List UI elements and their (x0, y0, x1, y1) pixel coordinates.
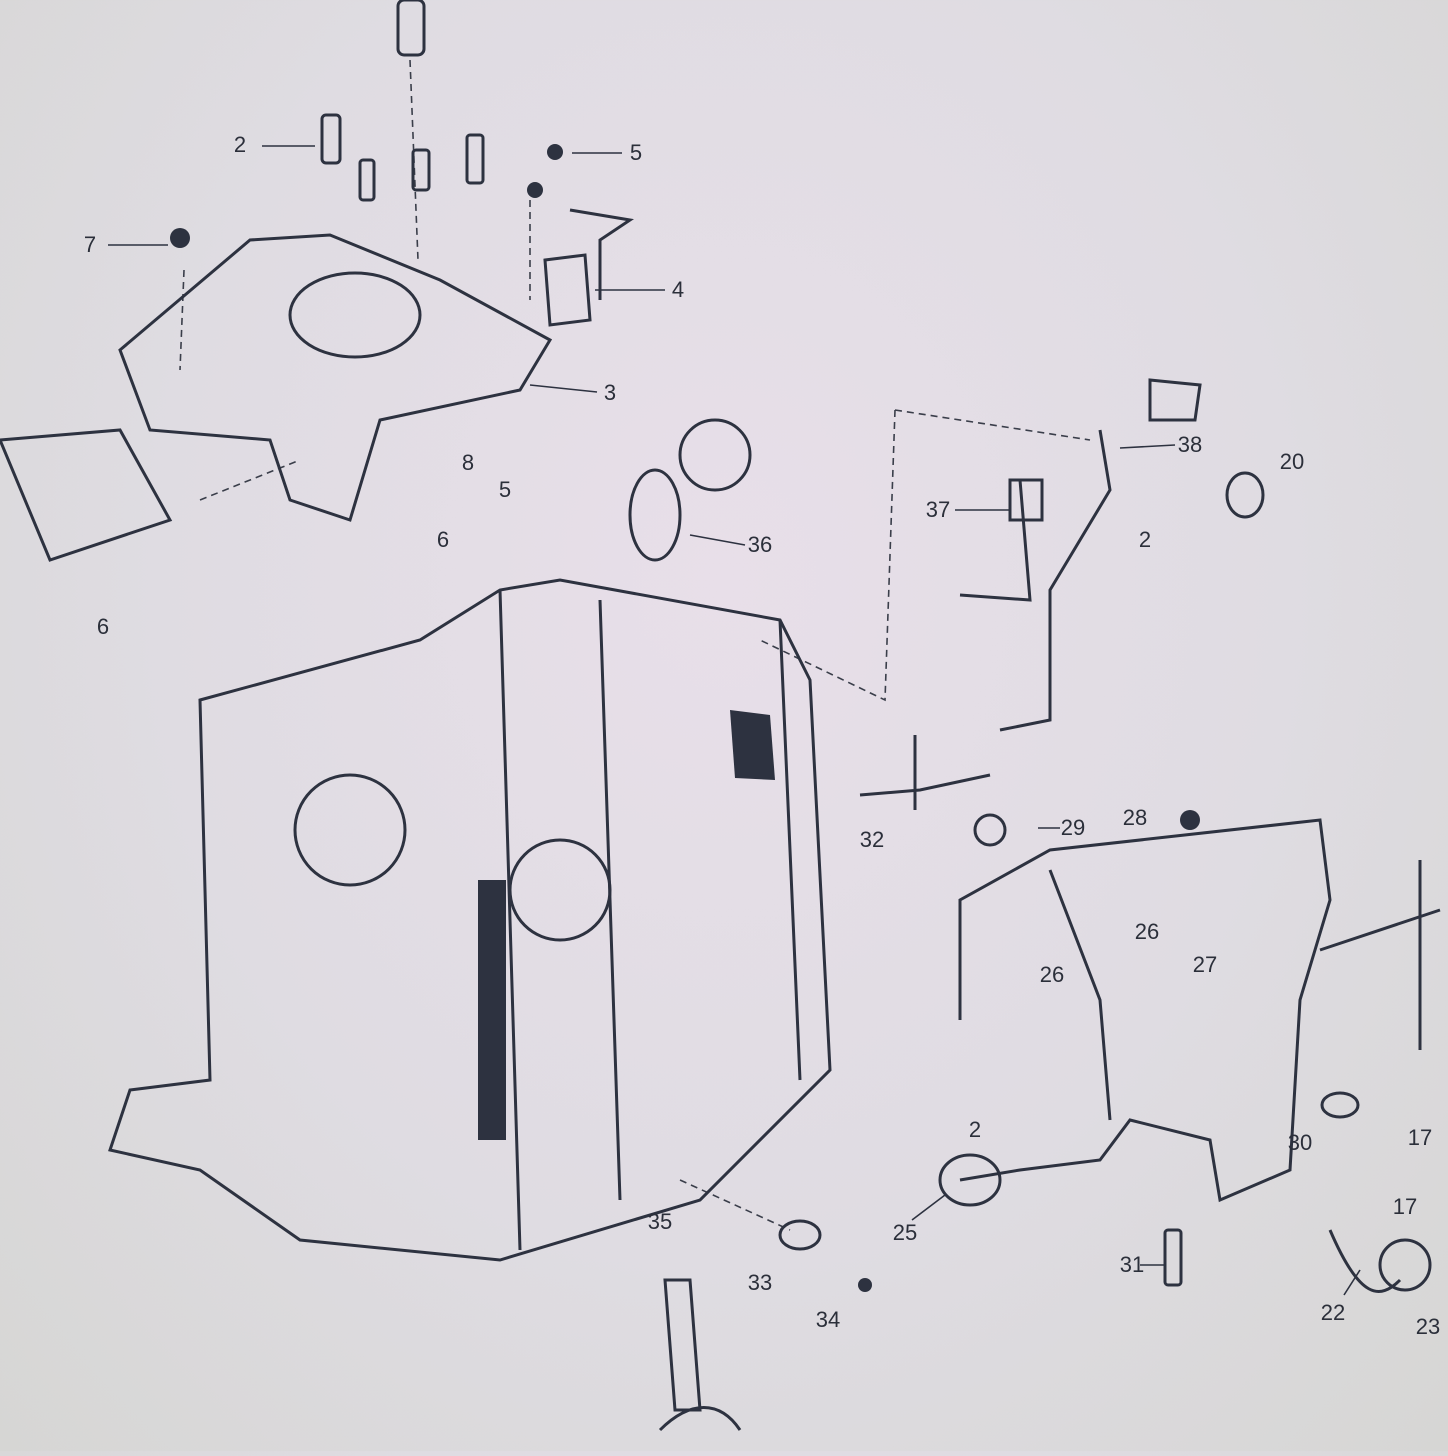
callout-label: 26 (1134, 919, 1160, 944)
stud-35 (658, 1278, 742, 1432)
washer-33 (778, 1219, 822, 1251)
callout-label: 4 (671, 277, 685, 302)
callout-label: 36 (747, 532, 773, 557)
sensor-harness (959, 378, 1202, 732)
callout-label: 5 (498, 477, 512, 502)
callout-label: 27 (1192, 952, 1218, 977)
assembly-line (179, 269, 185, 371)
connector-30 (1320, 1091, 1360, 1119)
leader-lines (108, 145, 1361, 1296)
callout-label: 31 (1119, 1252, 1145, 1277)
clip (1225, 471, 1265, 519)
sensor (859, 735, 991, 810)
block-shadow (478, 880, 506, 1140)
callout-label: 37 (925, 497, 951, 522)
engine-block (108, 578, 832, 1262)
callout-label: 3 (603, 380, 617, 405)
housing-bore (288, 271, 422, 359)
nut-34 (858, 1278, 872, 1292)
callout-label: 20 (1279, 449, 1305, 474)
wiring-harness (958, 818, 1441, 1203)
block-cylinder (293, 773, 407, 887)
bracket (543, 208, 634, 327)
callout-label: 38 (1177, 432, 1203, 457)
callout-label: 7 (83, 232, 97, 257)
callout-label: 23 (1415, 1314, 1441, 1339)
assembly-line (199, 459, 301, 501)
connector-25 (938, 1153, 1002, 1207)
grommet (1180, 810, 1200, 830)
block-ribs (498, 589, 802, 1251)
side-cover (0, 428, 173, 562)
block-flange (508, 838, 612, 942)
callout-label: 33 (747, 1270, 773, 1295)
callout-label: 35 (647, 1209, 673, 1234)
callout-label: 6 (436, 527, 450, 552)
callout-label: 29 (1060, 815, 1086, 840)
callout-label: 34 (815, 1307, 841, 1332)
callout-label: 6 (96, 614, 110, 639)
callout-label: 25 (892, 1220, 918, 1245)
assembly-line (679, 1179, 791, 1231)
seal (628, 468, 682, 562)
block-label-e (730, 710, 775, 780)
gear (678, 418, 752, 492)
callout-label: 22 (1320, 1300, 1346, 1325)
callout-label: 2 (1138, 527, 1152, 552)
housing (118, 233, 553, 522)
callout-label: 32 (859, 827, 885, 852)
callout-label: 26 (1039, 962, 1065, 987)
callout-label: 30 (1287, 1130, 1313, 1155)
callout-label: 2 (233, 132, 247, 157)
grommet (973, 813, 1007, 847)
bolt-31 (1163, 1228, 1183, 1287)
callout-label: 17 (1392, 1194, 1418, 1219)
assembly-line (759, 409, 1091, 702)
callout-label: 2 (968, 1117, 982, 1142)
callout-label: 8 (461, 450, 475, 475)
bolts (170, 113, 563, 248)
connector (1008, 478, 1044, 522)
callout-label: 5 (629, 140, 643, 165)
connector-23 (1378, 1238, 1432, 1292)
callout-label: 28 (1122, 805, 1148, 830)
pipe-fitting (396, 0, 426, 57)
lead-22 (1328, 1229, 1402, 1293)
callout-label: 17 (1407, 1125, 1433, 1150)
